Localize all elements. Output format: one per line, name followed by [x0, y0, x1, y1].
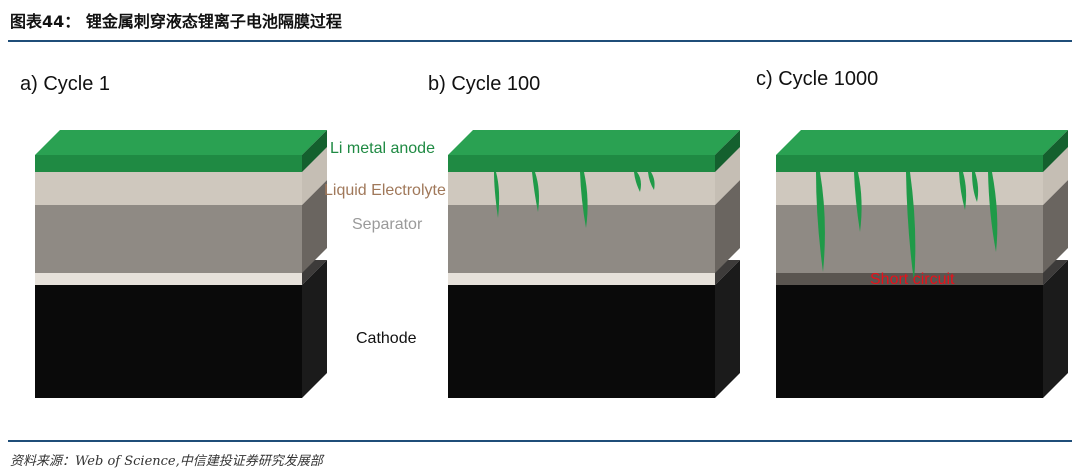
electrolyte-side	[715, 145, 740, 205]
dendrite	[648, 172, 655, 190]
separator-front	[35, 205, 302, 273]
cathode-side	[302, 260, 327, 398]
anode-label: Li metal anode	[330, 140, 435, 157]
panel-label-b: b) Cycle 100	[428, 73, 540, 95]
dendrite	[580, 172, 588, 228]
dendrite	[959, 172, 967, 210]
dendrite	[634, 172, 641, 192]
anode-side	[715, 130, 740, 172]
cathode-front	[35, 285, 302, 398]
panel-label-a: a) Cycle 1	[20, 73, 110, 95]
cathode-front	[776, 285, 1043, 398]
separator-gap	[35, 273, 302, 285]
anode-top	[448, 130, 740, 155]
dendrite	[988, 172, 998, 252]
separator-gap	[776, 273, 1043, 285]
dendrite	[854, 172, 862, 232]
electrolyte-side	[302, 145, 327, 205]
anode-front	[448, 155, 715, 172]
short-circuit-label: Short circuit	[870, 271, 955, 288]
panel-cycle-100	[448, 130, 740, 398]
anode-top	[35, 130, 327, 155]
panel-cycle-1000	[776, 130, 1068, 398]
cathode-label: Cathode	[356, 330, 417, 347]
separator-front	[448, 205, 715, 273]
source-note: 资料来源：Web of Science,中信建投证券研究发展部	[10, 454, 323, 469]
anode-side	[302, 130, 327, 172]
bottom-divider	[8, 440, 1072, 442]
anode-front	[776, 155, 1043, 172]
anode-front	[35, 155, 302, 172]
dendrite	[972, 172, 979, 202]
separator-label: Separator	[352, 216, 423, 233]
electrolyte-front	[35, 170, 302, 205]
figure-title: 图表44： 锂金属刺穿液态锂离子电池隔膜过程	[10, 12, 342, 31]
electrolyte-label: Liquid Electrolyte	[324, 182, 446, 199]
dendrite	[532, 172, 539, 212]
anode-top	[776, 130, 1068, 155]
cathode-side	[1043, 260, 1068, 398]
cathode-side	[715, 260, 740, 398]
electrolyte-side	[1043, 145, 1068, 205]
separator-side	[715, 180, 740, 273]
separator-gap	[448, 273, 715, 285]
cathode-front	[448, 285, 715, 398]
top-divider	[8, 40, 1072, 42]
dendrite	[906, 172, 916, 282]
panel-cycle-1	[35, 130, 327, 398]
separator-side	[1043, 180, 1068, 273]
battery-diagram: a) Cycle 1 b) Cycle 100 c) Cycle 1000 Li…	[8, 50, 1072, 438]
dendrite	[816, 172, 825, 272]
dendrite	[494, 172, 500, 218]
separator-side	[302, 180, 327, 273]
panel-label-c: c) Cycle 1000	[756, 68, 878, 90]
anode-side	[1043, 130, 1068, 172]
